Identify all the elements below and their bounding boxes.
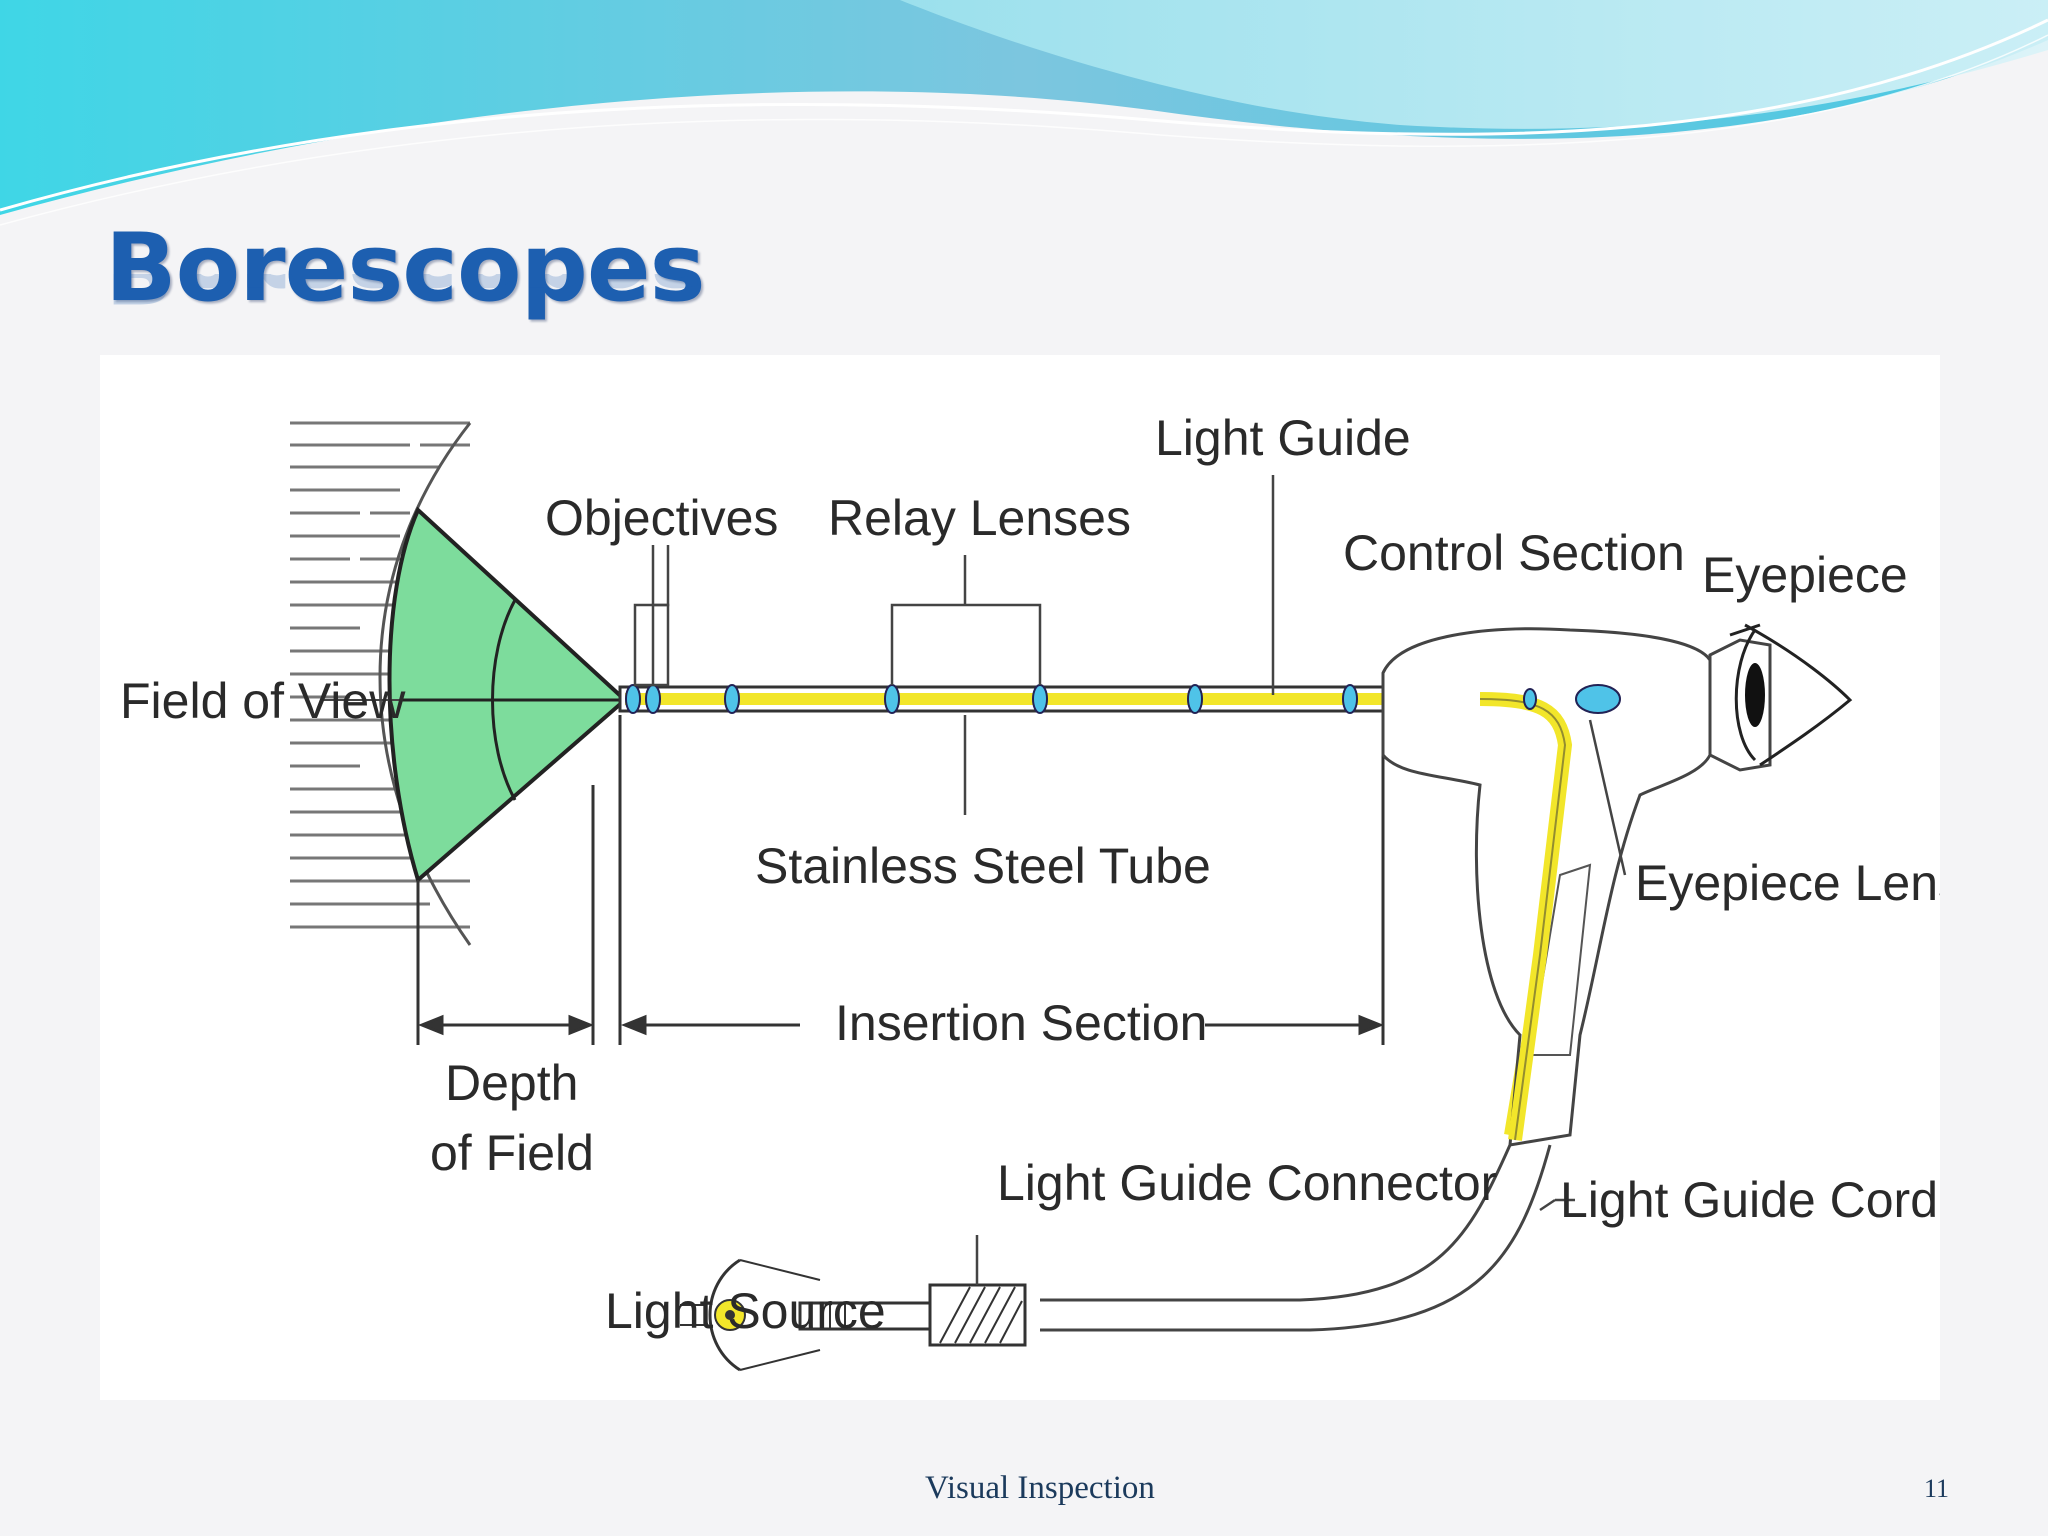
label-leaders xyxy=(633,475,1275,815)
label-light-guide-cord: Light Guide Cord xyxy=(1560,1172,1938,1228)
slide-title-reflection: Borescopes xyxy=(105,274,705,314)
slide-title: Borescopes xyxy=(105,214,706,323)
label-depth-of-field-line1: Depth xyxy=(445,1055,578,1111)
label-relay-lenses: Relay Lenses xyxy=(828,490,1131,546)
insertion-section-dimension xyxy=(618,715,1385,1045)
light-source-icon xyxy=(680,1258,821,1372)
diagram-panel xyxy=(100,355,1940,1400)
field-of-view-cone xyxy=(387,506,629,884)
label-stainless-steel-tube: Stainless Steel Tube xyxy=(755,838,1211,894)
label-depth-of-field-line2: of Field xyxy=(430,1125,594,1181)
label-objectives: Objectives xyxy=(545,490,778,546)
label-light-guide: Light Guide xyxy=(1155,410,1411,466)
slide-footer: Visual Inspection xyxy=(925,1470,1155,1506)
relay-lens-elements xyxy=(625,684,1358,714)
page-number: 11 xyxy=(1924,1474,1950,1503)
borescope-diagram: Field of View Objectives Relay Lenses Li… xyxy=(120,410,1940,1372)
light-guide-connector xyxy=(928,1283,1027,1347)
label-eyepiece: Eyepiece xyxy=(1702,547,1908,603)
light-guide-cord xyxy=(1040,1144,1512,1302)
depth-of-field-dimension xyxy=(416,785,595,1045)
label-field-of-view: Field of View xyxy=(120,673,406,729)
eyepiece-lens-element xyxy=(1575,684,1621,714)
eye-icon xyxy=(1729,623,1853,767)
header-wave-decoration xyxy=(0,0,2048,226)
label-control-section: Control Section xyxy=(1343,525,1685,581)
label-insertion-section: Insertion Section xyxy=(835,995,1207,1051)
label-eyepiece-lens: Eyepiece Lens xyxy=(1635,855,1940,911)
label-light-source: Light Source xyxy=(605,1283,886,1339)
label-light-guide-connector: Light Guide Connector xyxy=(997,1155,1497,1211)
